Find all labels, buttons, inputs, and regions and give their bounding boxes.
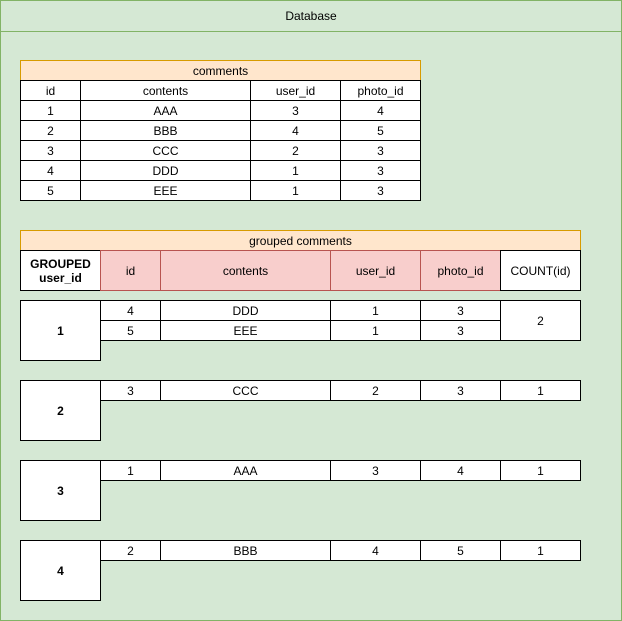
group-count-cell: 1 <box>500 540 581 561</box>
comments-cell: 1 <box>250 180 341 201</box>
grouped-cell: 2 <box>330 380 421 401</box>
grouped-cell: BBB <box>160 540 331 561</box>
grouped-cell: 4 <box>420 460 501 481</box>
group-key-cell: 4 <box>20 540 101 601</box>
group-count-cell: 1 <box>500 380 581 401</box>
comments-cell: 2 <box>250 140 341 161</box>
grouped-cell: CCC <box>160 380 331 401</box>
count-header: COUNT(id) <box>500 250 581 291</box>
comments-header-cell: contents <box>80 80 251 101</box>
comments-cell: 5 <box>340 120 421 141</box>
grouped-caption: grouped comments <box>20 230 581 251</box>
container-title: Database <box>1 1 621 32</box>
grouped-cell: 3 <box>420 320 501 341</box>
grouped-cell: 4 <box>100 300 161 321</box>
grouped-cell: DDD <box>160 300 331 321</box>
group-key-cell: 3 <box>20 460 101 521</box>
comments-cell: 4 <box>20 160 81 181</box>
group-count-cell: 2 <box>500 300 581 341</box>
grouped-cell: 2 <box>100 540 161 561</box>
comments-cell: BBB <box>80 120 251 141</box>
grouped-header-cell: photo_id <box>420 250 501 291</box>
comments-header-cell: photo_id <box>340 80 421 101</box>
comments-cell: DDD <box>80 160 251 181</box>
comments-header-cell: id <box>20 80 81 101</box>
comments-cell: 3 <box>340 180 421 201</box>
comments-cell: 1 <box>20 100 81 121</box>
grouped-cell: 1 <box>100 460 161 481</box>
grouped-cell: AAA <box>160 460 331 481</box>
comments-cell: 3 <box>20 140 81 161</box>
grouped-cell: EEE <box>160 320 331 341</box>
grouped-cell: 1 <box>330 300 421 321</box>
comments-cell: 5 <box>20 180 81 201</box>
comments-header-cell: user_id <box>250 80 341 101</box>
grouped-key-header: GROUPED user_id <box>20 250 101 291</box>
comments-cell: 1 <box>250 160 341 181</box>
comments-cell: EEE <box>80 180 251 201</box>
group-count-cell: 1 <box>500 460 581 481</box>
grouped-cell: 4 <box>330 540 421 561</box>
grouped-cell: 1 <box>330 320 421 341</box>
grouped-header-cell: id <box>100 250 161 291</box>
grouped-cell: 5 <box>420 540 501 561</box>
grouped-cell: 3 <box>330 460 421 481</box>
comments-cell: 3 <box>250 100 341 121</box>
comments-caption: comments <box>20 60 421 81</box>
grouped-header-cell: user_id <box>330 250 421 291</box>
comments-cell: 3 <box>340 140 421 161</box>
grouped-header-cell: contents <box>160 250 331 291</box>
comments-cell: 3 <box>340 160 421 181</box>
grouped-cell: 5 <box>100 320 161 341</box>
grouped-cell: 3 <box>420 380 501 401</box>
comments-cell: CCC <box>80 140 251 161</box>
group-key-cell: 2 <box>20 380 101 441</box>
comments-cell: AAA <box>80 100 251 121</box>
comments-cell: 2 <box>20 120 81 141</box>
comments-cell: 4 <box>250 120 341 141</box>
comments-cell: 4 <box>340 100 421 121</box>
grouped-cell: 3 <box>100 380 161 401</box>
group-key-cell: 1 <box>20 300 101 361</box>
grouped-cell: 3 <box>420 300 501 321</box>
